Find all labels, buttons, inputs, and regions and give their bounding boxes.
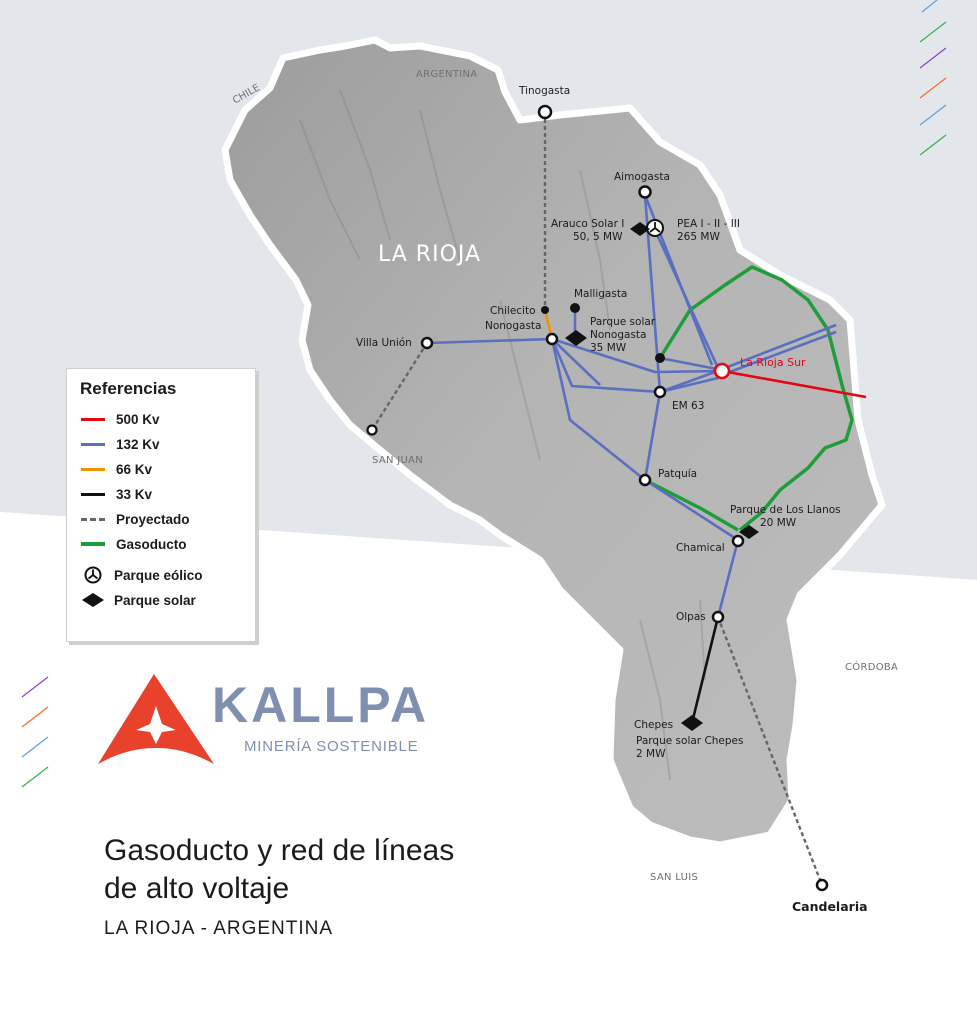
legend-swatch-33kv [81,492,105,496]
gas-pipeline-route [644,265,854,532]
node-em63[interactable] [653,385,667,399]
solar-park-icon-los-llanos[interactable] [739,525,759,539]
label-san-juan: SAN JUAN [372,455,423,466]
legend-label-33kv: 33 Kv [116,486,153,502]
terrain-ridges [299,89,706,781]
line-33kv [690,616,720,724]
projected-lines [370,112,824,886]
legend-label-gas-pipeline: Gasoducto [116,536,187,552]
legend-item-132kv: 132 Kv [81,435,160,453]
legend-item-66kv: 66 Kv [81,460,152,478]
label-pea-mw: 265 MW [677,231,720,243]
map-legend: Referencias 500 Kv 132 Kv 66 Kv 33 Kv Pr… [66,368,256,642]
wind-farm-icon[interactable] [646,219,664,237]
label-la-rioja-sur: La Rioja Sur [740,356,806,369]
page-title-line2: de alto voltaje [104,872,290,905]
legend-label-500kv: 500 Kv [116,411,160,427]
label-arauco-mw: 50, 5 MW [573,231,623,243]
label-parque-solar-nonogasta-1: Parque solar [590,316,656,328]
label-villa-union: Villa Unión [356,337,412,349]
kallpa-logo-mark [98,674,214,764]
label-olpas: Olpas [676,611,706,623]
decorative-dashes-left [21,676,49,788]
label-arauco-solar: Arauco Solar I [551,218,624,230]
legend-item-projected: Proyectado [81,510,190,528]
node-olpas[interactable] [711,610,725,624]
legend-label-projected: Proyectado [116,511,190,527]
node-nonogasta[interactable] [545,332,559,346]
label-nonogasta: Nonogasta [485,320,541,332]
label-parque-llanos-1: Parque de Los Llanos [730,504,841,516]
node-candelaria[interactable] [815,878,829,892]
node-la-rioja-sur[interactable] [713,362,731,380]
solar-park-icon [81,591,105,609]
legend-item-wind-farm: Parque eólico [81,566,203,584]
node-chilecito[interactable] [541,306,549,314]
legend-swatch-gas-pipeline [81,542,105,546]
page-title-line1: Gasoducto y red de líneas [104,834,455,867]
decorative-dashes-top-right [919,0,947,156]
la-rioja-province-shape [221,36,886,849]
label-malligasta: Malligasta [574,288,627,300]
label-cordoba: CÓRDOBA [845,660,898,673]
page-subtitle: LA RIOJA - ARGENTINA [104,918,334,939]
solar-park-icon-chepes[interactable] [681,715,703,731]
node-aimogasta[interactable] [638,185,652,199]
label-parque-solar-nonogasta-3: 35 MW [590,342,627,354]
kallpa-wordmark: KALLPA [212,677,430,733]
legend-swatch-66kv [81,467,105,471]
kallpa-logo: KALLPA MINERÍA SOSTENIBLE [98,672,458,772]
label-parque-chepes-2: 2 MW [636,748,666,760]
line-500kv [721,369,867,399]
label-patquia: Patquía [658,468,697,480]
legend-swatch-projected [81,517,105,521]
label-argentina: ARGENTINA [416,69,477,80]
legend-item-gas-pipeline: Gasoducto [81,535,187,553]
legend-label-solar-park: Parque solar [114,592,196,608]
wind-farm-icon [81,566,105,584]
solar-park-icon-nonogasta[interactable] [565,330,587,346]
legend-item-solar-park: Parque solar [81,591,196,609]
legend-label-132kv: 132 Kv [116,436,160,452]
label-parque-solar-nonogasta-2: Nonogasta [590,329,646,341]
legend-label-66kv: 66 Kv [116,461,153,477]
legend-swatch-500kv [81,417,105,421]
label-pea: PEA I - II - III [677,218,740,230]
label-candelaria: Candelaria [792,899,868,914]
node-villa-union-projected[interactable] [366,424,378,436]
node-chamical[interactable] [731,534,745,548]
label-parque-llanos-2: 20 MW [760,517,797,529]
province-label: LA RIOJA [378,242,481,267]
node-junction[interactable] [655,353,665,363]
legend-item-500kv: 500 Kv [81,410,160,428]
label-chamical: Chamical [676,542,725,554]
node-villa-union[interactable] [420,336,434,350]
map-nodes [366,104,829,892]
label-chepes: Chepes [634,719,673,731]
label-em63: EM 63 [672,400,704,412]
label-chilecito: Chilecito [490,305,536,317]
legend-item-33kv: 33 Kv [81,485,152,503]
legend-title: Referencias [80,379,177,398]
node-malligasta[interactable] [570,303,580,313]
label-tinogasta: Tinogasta [518,85,570,97]
label-san-luis: SAN LUIS [650,872,698,883]
label-aimogasta: Aimogasta [614,171,670,183]
solar-park-icon-arauco[interactable] [630,222,650,236]
kallpa-tagline: MINERÍA SOSTENIBLE [244,738,419,755]
node-tinogasta[interactable] [537,104,553,120]
node-patquia[interactable] [638,473,652,487]
label-parque-chepes-1: Parque solar Chepes [636,735,744,747]
legend-label-wind-farm: Parque eólico [114,567,203,583]
legend-swatch-132kv [81,442,105,446]
